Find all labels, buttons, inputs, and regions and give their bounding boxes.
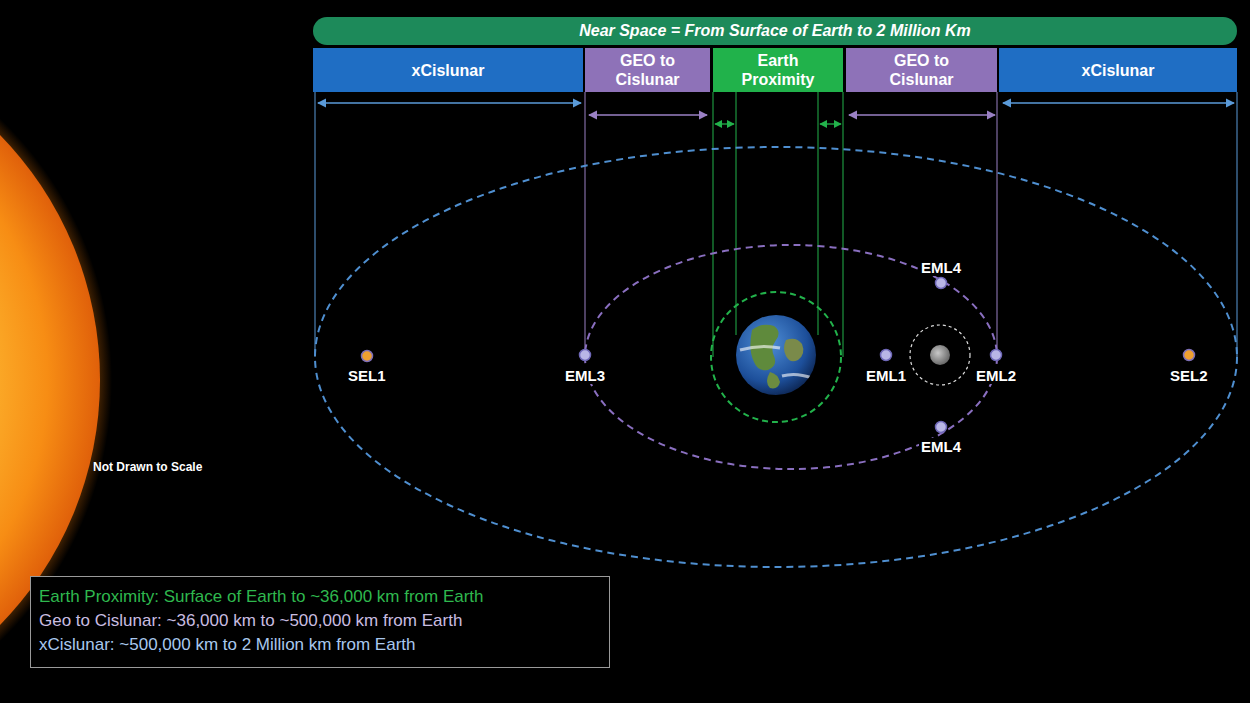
region-band: GEO to Cislunar [585,48,710,92]
band-text: GEO to Cislunar [598,51,698,89]
band-text: xCislunar [412,61,485,80]
point-label: EML2 [974,367,1018,384]
legend-text: Earth Proximity: Surface of Earth to ~36… [39,585,601,609]
region-band: xCislunar [313,48,583,92]
region-band: GEO to Cislunar [846,48,997,92]
point-label: SEL1 [346,367,388,384]
point-label: EML3 [563,367,607,384]
point-label: SEL2 [1168,367,1210,384]
legend-text: Geo to Cislunar: ~36,000 km to ~500,000 … [39,609,601,633]
title-band: Near Space = From Surface of Earth to 2 … [313,17,1237,45]
point-label: EML1 [864,367,908,384]
legend-text: xCislunar: ~500,000 km to 2 Million km f… [39,633,601,657]
point-label: EML4 [919,438,963,455]
scale-note: Not Drawn to Scale [93,460,202,474]
region-band: xCislunar [999,48,1237,92]
region-band: Earth Proximity [713,48,843,92]
legend-box: Earth Proximity: Surface of Earth to ~36… [30,576,610,668]
band-text: Earth Proximity [728,51,828,89]
band-text: xCislunar [1082,61,1155,80]
band-text: GEO to Cislunar [872,51,972,89]
point-label: EML4 [919,259,963,276]
title-text: Near Space = From Surface of Earth to 2 … [579,22,971,40]
